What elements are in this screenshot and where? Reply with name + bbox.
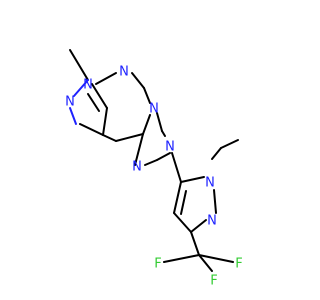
bond (131, 72, 145, 89)
bond (161, 130, 166, 137)
atom-label-layer: N N N N N N N N F F F (65, 65, 243, 289)
bond (134, 133, 144, 166)
nitrogen-atom-label: N (207, 214, 217, 229)
bond (143, 87, 151, 104)
fluorine-atom-label: F (154, 257, 161, 272)
bond (190, 231, 200, 256)
nitrogen-atom-label: N (132, 160, 142, 175)
bond (102, 107, 108, 136)
nitrogen-atom-label: N (83, 78, 93, 93)
bond (180, 190, 187, 215)
bond (69, 49, 89, 81)
bond (156, 152, 171, 161)
bond (173, 181, 182, 214)
bond (180, 176, 205, 183)
bond (198, 254, 234, 263)
bond (156, 112, 163, 132)
bond (69, 107, 77, 125)
nitrogen-atom-label: N (205, 176, 215, 191)
bond (213, 189, 217, 214)
fluorine-atom-label: F (210, 274, 217, 289)
nitrogen-atom-label: N (65, 95, 75, 110)
bond (102, 134, 117, 142)
nitrogen-atom-label: N (119, 65, 129, 80)
bond (220, 139, 239, 149)
bond (211, 147, 222, 160)
bond (190, 219, 207, 233)
chemical-structure-diagram: N N N N N N N N F F F (65, 49, 243, 289)
nitrogen-atom-label: N (149, 102, 159, 117)
bond (91, 83, 108, 109)
bond (95, 72, 117, 85)
bond (173, 212, 192, 233)
fluorine-atom-label: F (235, 257, 242, 272)
bond (73, 79, 89, 97)
bond-layer (69, 49, 239, 272)
bond (79, 123, 104, 136)
bond (144, 159, 158, 166)
bond (163, 254, 200, 263)
bond (115, 133, 144, 142)
bond (198, 254, 213, 272)
bond (142, 114, 151, 135)
bond (171, 152, 182, 183)
bond (87, 93, 100, 112)
nitrogen-atom-label: N (165, 140, 175, 155)
